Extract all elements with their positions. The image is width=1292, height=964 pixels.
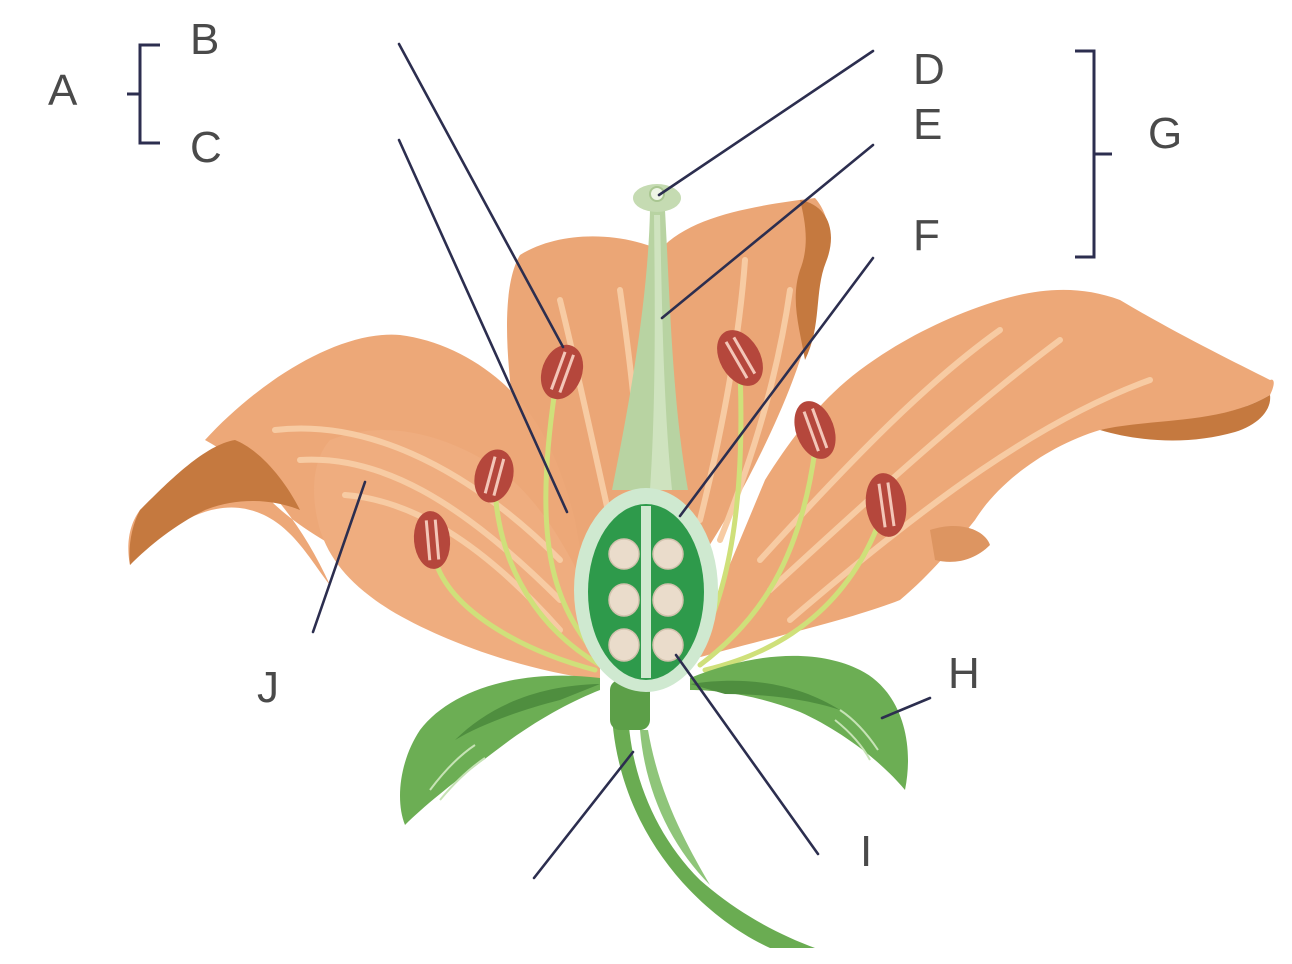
label-F: F <box>913 211 940 260</box>
label-J: J <box>257 663 279 712</box>
label-B: B <box>190 15 219 64</box>
petal-front <box>314 430 600 680</box>
filament <box>697 447 818 668</box>
label-D: D <box>913 45 945 94</box>
flower-illustration <box>128 184 1274 948</box>
stem <box>611 690 815 948</box>
leader-J <box>311 480 367 634</box>
sepal-right <box>690 655 908 790</box>
petal-right-underside <box>1100 395 1271 441</box>
label-G: G <box>1148 109 1182 158</box>
leader-lines <box>311 42 932 880</box>
label-C: C <box>190 123 222 172</box>
filament <box>492 487 603 668</box>
stem-highlight <box>640 730 710 885</box>
leader-receptacle <box>532 750 635 880</box>
leader-H <box>880 696 932 720</box>
bracket-A <box>127 43 160 145</box>
petal-right-underfold <box>930 525 990 562</box>
petal-right <box>690 289 1274 660</box>
bracket-G <box>1075 49 1112 259</box>
filament <box>702 517 883 673</box>
sepal-left <box>400 675 600 825</box>
ovules <box>608 538 684 662</box>
petal-left-underside <box>129 440 300 565</box>
sepals <box>400 655 908 825</box>
leader-E <box>660 143 875 320</box>
petal-back-center-edge <box>795 200 831 360</box>
leader-I <box>674 653 820 856</box>
label-E: E <box>913 100 942 149</box>
labels: A B C D E F G H I J <box>48 15 1182 876</box>
ovary-septum <box>641 506 651 678</box>
label-H: H <box>948 649 980 698</box>
label-I: I <box>860 827 872 876</box>
leader-anther <box>397 42 565 349</box>
anthers <box>413 330 907 569</box>
filament <box>432 557 598 673</box>
label-A: A <box>48 66 78 115</box>
leader-filament <box>397 138 569 514</box>
style-highlight <box>650 215 672 490</box>
style <box>612 210 688 490</box>
receptacle <box>610 680 650 730</box>
leader-D <box>657 49 875 197</box>
stigma-tip <box>649 186 665 202</box>
leader-F <box>678 256 875 518</box>
